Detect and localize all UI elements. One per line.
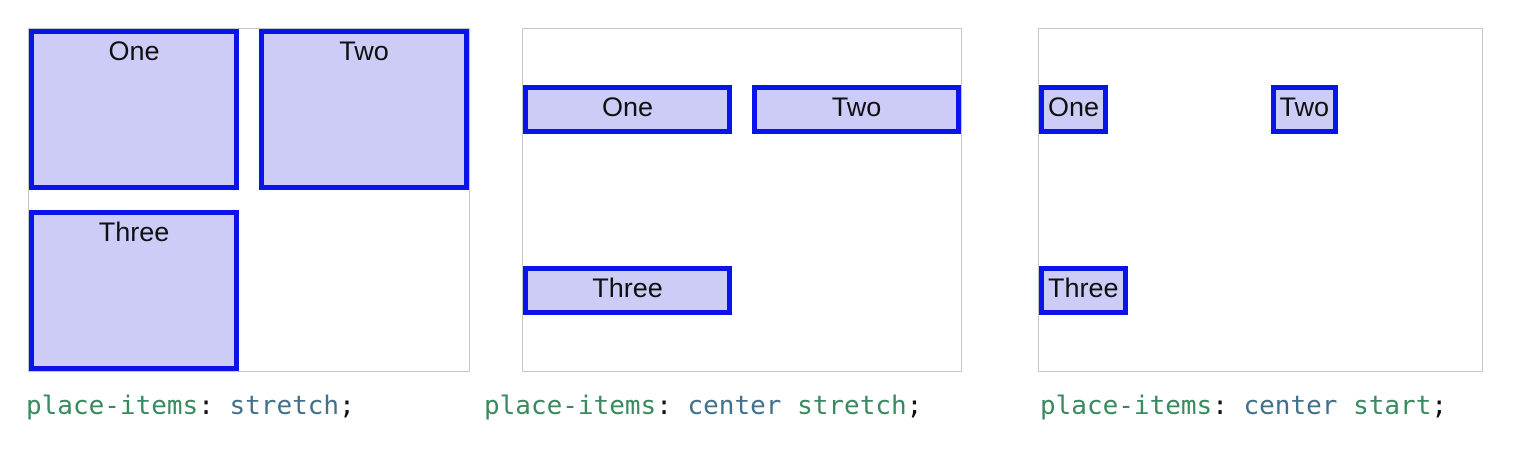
caption-value-first: center bbox=[687, 391, 782, 421]
caption-semicolon: ; bbox=[339, 391, 355, 421]
grid-container-center-stretch: One Two Three bbox=[522, 28, 962, 372]
caption-colon: : bbox=[1212, 391, 1228, 421]
grid-item-three: Three bbox=[29, 210, 239, 371]
grid-item-three: Three bbox=[1039, 265, 1128, 316]
caption-place-items-center-start: place-items: center start; bbox=[1040, 391, 1448, 422]
caption-colon: : bbox=[656, 391, 672, 421]
grid-item-three: Three bbox=[523, 265, 732, 316]
caption-value-first: stretch bbox=[229, 391, 340, 421]
grid-container-stretch: One Two Three bbox=[28, 28, 470, 372]
demo-place-items-center-start: One Two Three bbox=[1038, 28, 1483, 372]
grid-item-two: Two bbox=[1270, 84, 1339, 135]
grid-container-center-start: One Two Three bbox=[1038, 28, 1483, 372]
caption-place-items-stretch: place-items: stretch; bbox=[26, 391, 355, 422]
caption-property-name: place-items bbox=[484, 391, 657, 421]
grid-item-one: One bbox=[1039, 84, 1109, 135]
caption-value-second: stretch bbox=[797, 391, 907, 421]
caption-semicolon: ; bbox=[1431, 391, 1448, 421]
demo-place-items-center-stretch: One Two Three bbox=[522, 28, 962, 372]
grid-item-one: One bbox=[29, 29, 239, 190]
grid-item-two: Two bbox=[259, 29, 469, 190]
caption-property-name: place-items bbox=[26, 391, 199, 421]
caption-place-items-center-stretch: place-items: center stretch; bbox=[484, 391, 923, 422]
caption-value-second: start bbox=[1353, 391, 1432, 421]
caption-semicolon: ; bbox=[906, 391, 923, 421]
caption-property-name: place-items bbox=[1040, 391, 1213, 421]
caption-colon: : bbox=[198, 391, 214, 421]
grid-item-one: One bbox=[523, 84, 732, 135]
demo-place-items-stretch: One Two Three bbox=[28, 28, 470, 372]
caption-value-first: center bbox=[1243, 391, 1338, 421]
grid-item-two: Two bbox=[752, 84, 961, 135]
